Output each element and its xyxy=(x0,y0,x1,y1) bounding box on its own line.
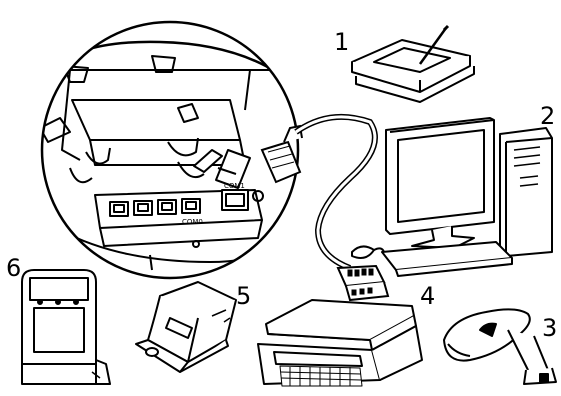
desktop-computer xyxy=(352,118,552,276)
callout-1: 1 xyxy=(334,28,349,56)
signature-pad xyxy=(352,26,474,102)
weighing-scale xyxy=(258,300,422,386)
receipt-printer xyxy=(136,282,236,372)
barcode-scanner xyxy=(444,309,556,384)
port-label-com0: COM0 xyxy=(182,218,203,226)
customer-display xyxy=(22,270,110,384)
serial-cable xyxy=(262,117,388,300)
callout-2: 2 xyxy=(540,102,555,130)
callout-4: 4 xyxy=(420,282,435,310)
callout-3: 3 xyxy=(542,314,557,342)
callout-6: 6 xyxy=(6,254,21,282)
callout-5: 5 xyxy=(236,282,251,310)
port-label-com1: COM1 xyxy=(224,182,245,190)
